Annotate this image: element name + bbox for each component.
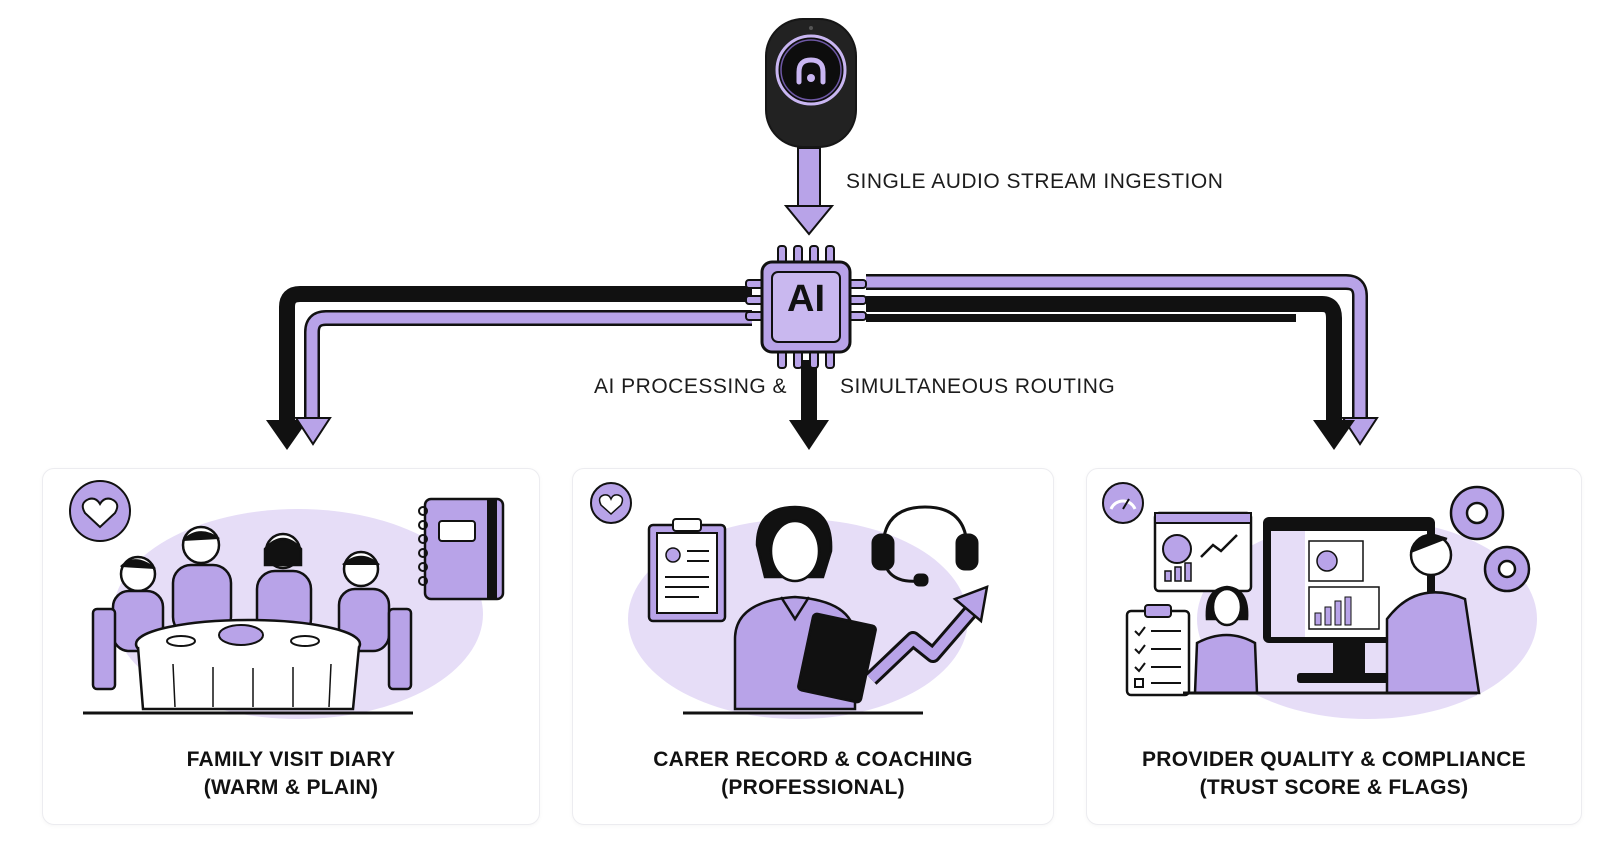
carer-icon — [733, 505, 877, 711]
heart-icon — [590, 482, 632, 524]
processing-label-right: SIMULTANEOUS ROUTING — [840, 375, 1116, 398]
route-left-black-head — [266, 420, 308, 450]
monitor-icon — [1263, 517, 1435, 683]
gauge-icon — [1102, 482, 1144, 524]
family-card-title: FAMILY VISIT DIARY (WARM & PLAIN) — [186, 748, 396, 799]
notebook-icon — [418, 497, 505, 601]
route-left-black — [279, 286, 752, 420]
heart-icon — [69, 480, 131, 542]
dashboard-icon — [1153, 511, 1253, 593]
route-right-black — [866, 296, 1342, 420]
route-right-black-head — [1313, 420, 1355, 450]
chip-label: AI — [787, 278, 825, 320]
headset-icon — [871, 505, 979, 587]
output-card-carer[interactable]: CARER RECORD & COACHING (PROFESSIONAL) — [572, 468, 1054, 825]
growth-arrow-icon — [865, 585, 989, 685]
family-dinner-icon — [69, 480, 505, 719]
output-card-provider[interactable]: PROVIDER QUALITY & COMPLIANCE (TRUST SCO… — [1086, 468, 1582, 825]
ingestion-arrow — [783, 147, 835, 236]
reviewers-icon — [1193, 533, 1481, 695]
provider-card-title: PROVIDER QUALITY & COMPLIANCE (TRUST SCO… — [1141, 748, 1526, 799]
checklist-icon — [1125, 604, 1191, 697]
carer-illustration — [590, 482, 989, 719]
gear-icon — [1449, 485, 1531, 593]
audio-device-icon[interactable] — [755, 12, 865, 152]
route-center — [801, 360, 817, 422]
carer-card-title: CARER RECORD & COACHING (PROFESSIONAL) — [653, 748, 973, 799]
clipboard-icon — [647, 518, 727, 623]
processing-label-left: AI PROCESSING & — [594, 375, 788, 398]
output-card-family[interactable]: FAMILY VISIT DIARY (WARM & PLAIN) — [42, 468, 540, 825]
provider-illustration — [1102, 482, 1537, 719]
ingestion-label: SINGLE AUDIO STREAM INGESTION — [846, 170, 1224, 193]
route-left-purple — [304, 310, 752, 420]
ai-chip-icon — [745, 245, 867, 369]
